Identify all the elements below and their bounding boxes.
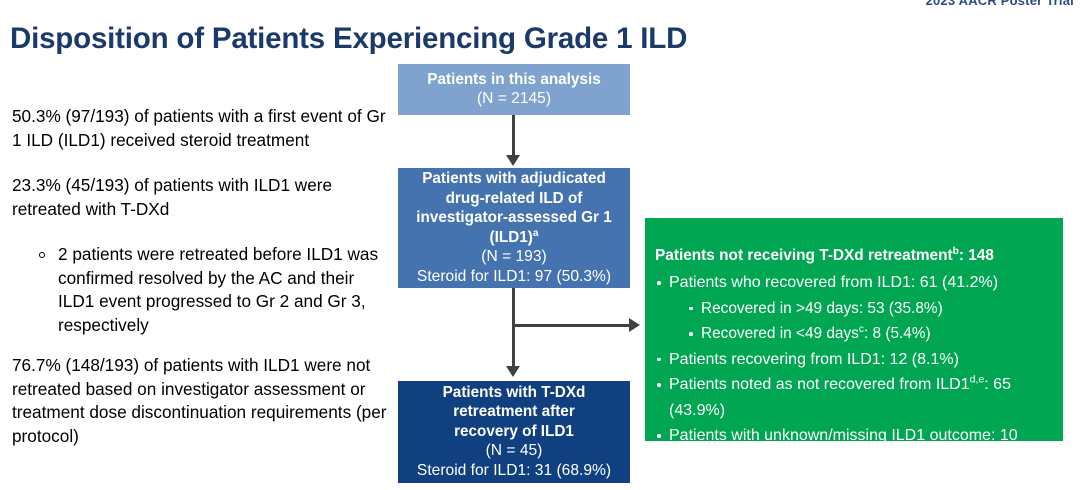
arrow-right-icon [629, 318, 640, 332]
narrative-sub-list: 2 patients were retreated before ILD1 wa… [12, 243, 390, 337]
arrow-down-icon [506, 155, 520, 166]
box-line: Steroid for ILD1: 31 (68.9%) [416, 462, 612, 480]
panel-heading: Patients not receiving T-DXd retreatment… [655, 246, 1053, 266]
panel-item-list: Patients who recovered from ILD1: 61 (41… [655, 270, 1053, 474]
list-item: 2 patients were retreated before ILD1 wa… [12, 243, 390, 337]
narrative-paragraph-1: 50.3% (97/193) of patients with a first … [12, 106, 386, 150]
panel-heading-text: Patients not receiving T-DXd retreatment [655, 247, 953, 264]
footnote-marker: b [952, 245, 959, 257]
box-line: (N = 2145) [476, 90, 552, 108]
bullet-icon [657, 281, 661, 285]
list-item-value: : 65 (43.9%) [669, 376, 1011, 419]
connector-line-ild1-to-retreat [512, 288, 515, 368]
panel-not-receiving-retreatment: Patients not receiving T-DXd retreatment… [645, 218, 1063, 470]
footnote-marker: a [532, 227, 539, 239]
box-line: Patients with adjudicated [422, 170, 606, 187]
list-item: Patients recovering from ILD1: 12 (8.1%) [655, 347, 1053, 373]
footnote-marker: c [858, 323, 864, 335]
list-item-label: 2 patients were retreated before ILD1 wa… [58, 244, 379, 335]
slide-eyebrow: 2023 AACR Poster Trial [925, 0, 1074, 8]
connector-line-analysis-to-ild1 [512, 115, 515, 157]
list-item: Patients who recovered from ILD1: 61 (41… [655, 270, 1053, 296]
list-item: Patients with unknown/missing ILD1 outco… [655, 423, 1053, 474]
bullet-icon [657, 434, 661, 438]
box-line-text: (ILD1) [489, 228, 533, 246]
box-line: retreatment after [453, 403, 575, 421]
narrative-paragraph-3: 76.7% (148/193) of patients with ILD1 we… [12, 355, 387, 446]
box-line: investigator-assessed Gr 1 [416, 209, 612, 226]
box-line-ild1-label: (ILD1)a [398, 228, 630, 248]
flow-box-tdxd-retreatment: Patients with T-DXd retreatment after re… [398, 381, 630, 483]
bullet-icon [689, 332, 693, 336]
panel-heading-value: : 148 [958, 247, 994, 264]
footnote-marker: d,e [969, 373, 985, 386]
box-line: recovery of ILD1 [454, 422, 574, 440]
arrow-down-icon [506, 366, 520, 377]
box-line: (N = 45) [485, 442, 543, 460]
list-item: Patients noted as not recovered from ILD… [655, 372, 1053, 423]
page-title: Disposition of Patients Experiencing Gra… [10, 21, 688, 55]
list-item: Recovered in >49 days: 53 (35.8%) [655, 296, 1053, 322]
list-item-label: Patients recovering from ILD1: 12 (8.1%) [669, 350, 959, 368]
flow-box-patients-in-analysis: Patients in this analysis (N = 2145) [398, 64, 630, 115]
bullet-icon [657, 357, 661, 362]
list-item-label: Recovered in >49 days: 53 (35.8%) [701, 299, 943, 317]
bullet-icon [689, 306, 693, 311]
list-item-label: Patients noted as not recovered from ILD… [669, 376, 970, 393]
box-line: Patients in this analysis [427, 70, 601, 88]
box-line: (N = 193) [481, 248, 547, 265]
box-line: Steroid for ILD1: 97 (50.3%) [416, 268, 612, 285]
connector-line-ild1-to-green-panel [512, 324, 629, 327]
list-item: Recovered in <49 daysc: 8 (5.4%) [655, 321, 1053, 347]
list-item-label: Recovered in <49 days [701, 325, 859, 342]
narrative-column: 50.3% (97/193) of patients with a first … [12, 88, 390, 466]
bullet-icon [657, 383, 661, 387]
narrative-paragraph-2: 23.3% (45/193) of patients with ILD1 wer… [12, 175, 333, 219]
flow-box-adjudicated-ild1: Patients with adjudicated drug-related I… [398, 168, 630, 288]
box-line: Patients with T-DXd [442, 383, 586, 401]
box-line: drug-related ILD of [445, 189, 583, 207]
list-item-label: Patients who recovered from ILD1: 61 (41… [669, 274, 999, 291]
list-item-value: : 8 (5.4%) [863, 325, 931, 342]
hollow-bullet-icon [39, 252, 45, 259]
list-item-label: Patients with unknown/missing ILD1 outco… [669, 427, 1018, 470]
